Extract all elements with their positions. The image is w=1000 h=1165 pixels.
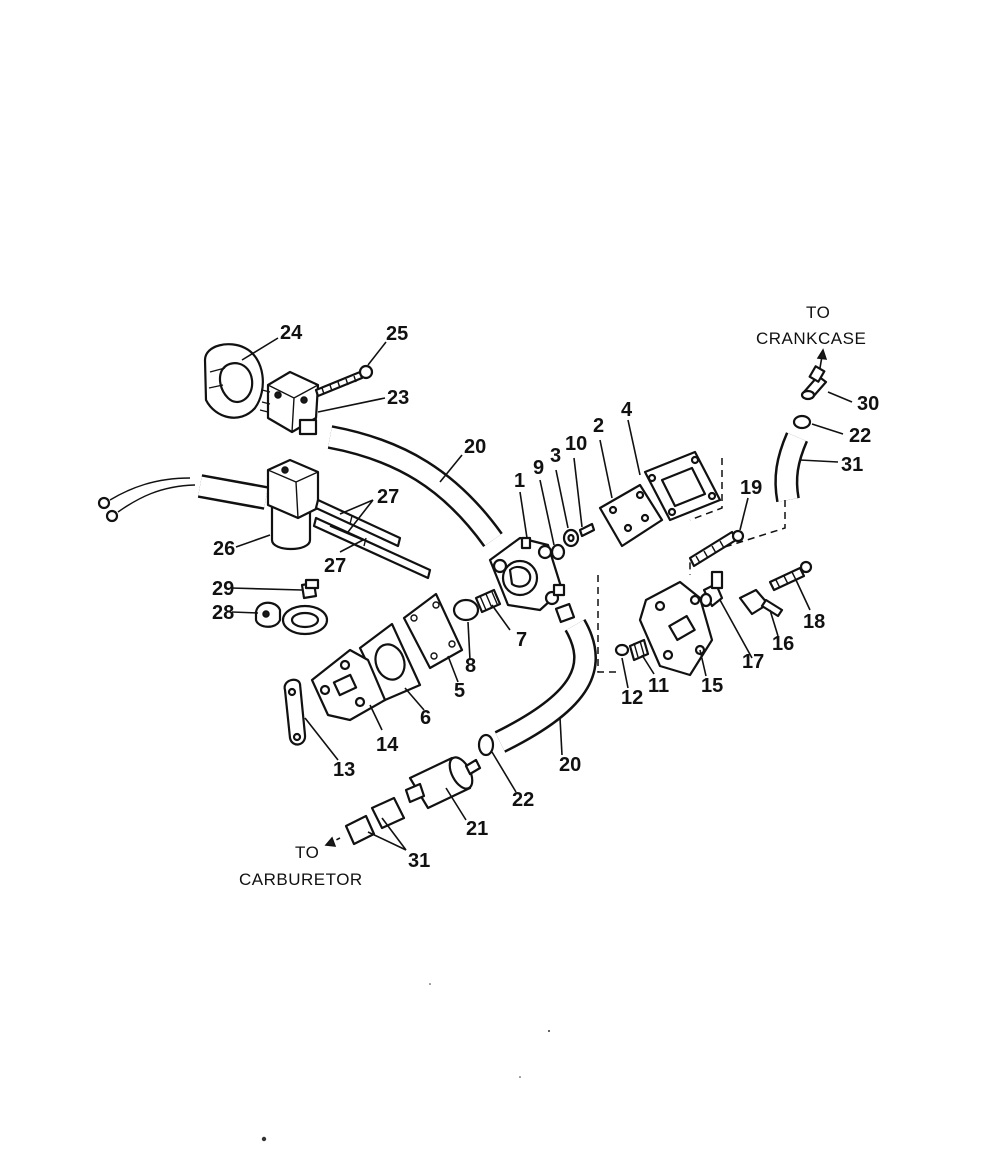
pump-cover-part-14 [310, 648, 387, 722]
callout-7: 7 [516, 629, 527, 651]
check-valve-part-12 [614, 643, 630, 657]
callout-18: 18 [803, 611, 825, 633]
callout-31-right: 31 [841, 454, 863, 476]
note-carburetor-line1: TO [295, 843, 319, 862]
gasket-part-4 [643, 450, 722, 522]
diaphragm-part-8 [452, 598, 480, 622]
fuel-filter-part-21 [404, 756, 482, 810]
callout-labels: 1 2 3 4 5 6 7 8 9 10 11 12 13 14 15 16 1… [212, 322, 879, 872]
callout-17: 17 [742, 651, 764, 673]
fuel-enrichener-part-26 [266, 458, 320, 551]
screw-part-10 [578, 522, 596, 538]
note-to-crankcase: TO CRANKCASE [756, 303, 866, 348]
rubber-grommet-part-24 [203, 343, 264, 419]
assembly-dashed-line-cover [597, 575, 620, 673]
crankcase-pulse-hose [774, 432, 809, 503]
callout-19: 19 [740, 477, 762, 499]
note-crankcase-line1: TO [806, 303, 830, 322]
arrow-to-carburetor-head [324, 836, 337, 847]
washer-part-3 [562, 528, 580, 548]
callout-12: 12 [621, 687, 643, 709]
spring-part-7 [474, 588, 502, 614]
callout-29: 29 [212, 578, 234, 600]
callout-27-top: 27 [377, 486, 399, 508]
pump-cover-part-15 [638, 580, 714, 677]
callout-27-bottom: 27 [324, 555, 346, 577]
callout-25: 25 [386, 323, 408, 345]
callout-24: 24 [280, 322, 303, 344]
wire-harness-sleeve [97, 474, 269, 523]
assembly-dashed-line-right [689, 500, 786, 575]
bracket-part-13 [283, 678, 307, 746]
callout-16: 16 [772, 633, 794, 655]
screw-part-29 [300, 578, 320, 600]
diaphragm-part-5 [402, 592, 464, 670]
callout-30: 30 [857, 393, 879, 415]
gasket-part-2 [598, 483, 664, 548]
solenoid-part-23 [259, 370, 320, 436]
callout-23: 23 [387, 387, 409, 409]
tubes-part-31-lower [344, 796, 406, 846]
callout-8: 8 [465, 655, 476, 677]
callout-6: 6 [420, 707, 431, 729]
callout-31-bottom: 31 [408, 850, 430, 872]
fitting-part-30 [800, 365, 828, 401]
callout-13: 13 [333, 759, 355, 781]
callout-22-top: 22 [849, 425, 871, 447]
clamp-part-22-top [792, 414, 812, 430]
lower-fuel-hose [494, 619, 598, 753]
callout-20-bottom: 20 [559, 754, 581, 776]
arrow-to-crankcase-head [816, 348, 828, 360]
screw-part-18 [768, 560, 813, 592]
spring-part-19 [688, 529, 745, 568]
callout-14: 14 [376, 734, 399, 756]
elbow-fitting-part-17 [699, 570, 724, 608]
callout-22-bottom: 22 [512, 789, 534, 811]
callout-10: 10 [565, 433, 587, 455]
callout-15: 15 [701, 675, 723, 697]
washer-part-9 [550, 543, 566, 561]
callout-5: 5 [454, 680, 465, 702]
callout-2: 2 [593, 415, 604, 437]
fitting-part-16 [738, 588, 784, 618]
callout-20-top: 20 [464, 436, 486, 458]
upper-fuel-hose [327, 425, 503, 548]
callout-26: 26 [213, 538, 235, 560]
callout-9: 9 [533, 457, 544, 479]
callout-3: 3 [550, 445, 561, 467]
callout-21: 21 [466, 818, 488, 840]
note-crankcase-line2: CRANKCASE [756, 329, 866, 348]
callout-1: 1 [514, 470, 525, 492]
scan-specks [261, 983, 550, 1142]
leader-lines [230, 337, 853, 851]
callout-11: 11 [648, 675, 669, 697]
spring-part-11 [628, 638, 650, 662]
callout-4: 4 [621, 399, 633, 421]
pump-body-part-1 [488, 536, 566, 612]
note-to-carburetor: TO CARBURETOR [239, 843, 363, 889]
callout-28: 28 [212, 602, 234, 624]
tube-pair-part-27 [312, 498, 432, 580]
screw-part-25 [314, 364, 374, 398]
clamp-part-28 [254, 601, 329, 636]
fitting-part-22-centre [554, 602, 576, 624]
assembly-dashed-line-gaskets [689, 458, 723, 521]
hose-clamp-part-22-lower [477, 733, 495, 757]
note-carburetor-line2: CARBURETOR [239, 870, 363, 889]
